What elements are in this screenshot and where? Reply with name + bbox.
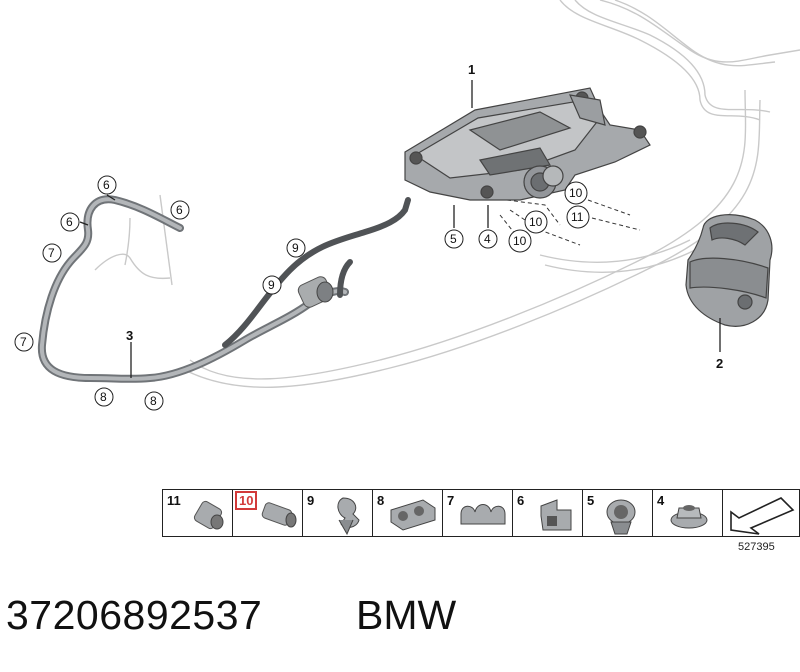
callout-6-c: 6 <box>176 203 183 217</box>
callout-9-a: 9 <box>292 241 299 255</box>
callout-1: 1 <box>468 62 475 77</box>
callout-10-c: 10 <box>513 234 527 248</box>
holder-icon <box>606 499 636 535</box>
valve-block-assembly <box>404 87 651 201</box>
legend-item-6[interactable]: 6 <box>512 489 582 537</box>
legend-item-arrow[interactable] <box>722 489 800 537</box>
part-number: 37206892537 <box>6 592 263 638</box>
protective-cover-part-2 <box>685 214 773 327</box>
leader-lines <box>79 80 721 378</box>
legend-item-4[interactable]: 4 <box>652 489 722 537</box>
hose-line-3 <box>37 195 411 383</box>
callout-6-b: 6 <box>66 215 73 229</box>
callout-4: 4 <box>484 232 491 246</box>
callout-3: 3 <box>126 328 133 343</box>
legend-item-11[interactable]: 11 <box>162 489 232 537</box>
clip-icon <box>337 497 360 536</box>
callout-5: 5 <box>450 232 457 246</box>
flange-nut-icon <box>670 505 708 529</box>
parts-legend: 11 10 9 8 7 6 <box>162 489 800 539</box>
callout-10-a: 10 <box>569 186 583 200</box>
callout-11: 11 <box>571 210 584 224</box>
legend-item-8[interactable]: 8 <box>372 489 442 537</box>
legend-label: 5 <box>587 493 595 508</box>
circle-callout-labels: 6 6 6 7 7 8 8 9 9 5 4 10 11 10 10 <box>20 178 584 408</box>
diagram-id: 527395 <box>738 541 775 553</box>
callout-9-b: 9 <box>268 278 275 292</box>
brand-name: BMW <box>356 592 457 638</box>
callout-10-b: 10 <box>529 215 543 229</box>
callout-2: 2 <box>716 356 723 371</box>
legend-label: 6 <box>517 493 525 508</box>
callout-8-a: 8 <box>100 390 107 404</box>
legend-label-highlighted: 10 <box>235 491 258 510</box>
legend-item-9[interactable]: 9 <box>302 489 372 537</box>
callout-6-a: 6 <box>103 178 110 192</box>
bushing-icon <box>261 502 297 528</box>
hose-connector <box>297 276 334 308</box>
legend-item-7[interactable]: 7 <box>442 489 512 537</box>
clip-icon <box>390 499 436 531</box>
clip-icon <box>460 504 506 525</box>
callout-7-a: 7 <box>48 246 55 260</box>
legend-item-10[interactable]: 10 <box>232 489 302 537</box>
legend-label: 11 <box>167 493 181 508</box>
legend-label: 9 <box>307 493 315 508</box>
wiring-lines <box>94 0 800 388</box>
callout-numbers: 1 2 3 <box>126 62 723 371</box>
bushing-icon <box>193 500 224 530</box>
callout-8-b: 8 <box>150 394 157 408</box>
legend-label: 7 <box>447 493 455 508</box>
legend-label: 4 <box>657 493 665 508</box>
clip-icon <box>540 499 572 531</box>
circle-callouts <box>14 175 590 411</box>
arrow-icon <box>730 497 795 535</box>
legend-item-5[interactable]: 5 <box>582 489 652 537</box>
callout-7-b: 7 <box>20 335 27 349</box>
legend-label: 8 <box>377 493 385 508</box>
